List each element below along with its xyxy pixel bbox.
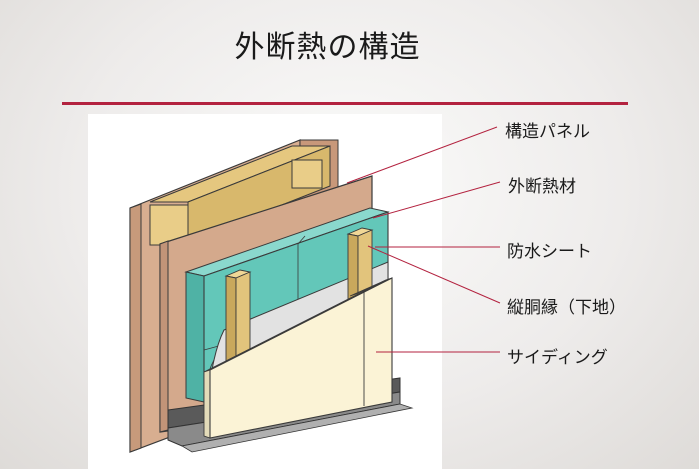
label-exterior-insulation: 外断熱材	[508, 177, 576, 197]
leader-exterior-insulation	[372, 181, 501, 219]
callout-leader-lines	[346, 126, 501, 353]
title-underline	[62, 102, 628, 105]
label-furring-strip: 縦胴縁（下地）	[507, 298, 626, 318]
label-waterproof-sheet: 防水シート	[507, 242, 592, 262]
siding-board	[203, 277, 393, 439]
framing-studs	[149, 145, 331, 246]
leader-structural-panel	[346, 126, 498, 184]
label-structural-panel: 構造パネル	[505, 122, 590, 142]
leader-furring-strip	[367, 245, 501, 304]
slide-title: 外断熱の構造	[234, 30, 421, 65]
label-siding: サイディング	[507, 348, 608, 368]
